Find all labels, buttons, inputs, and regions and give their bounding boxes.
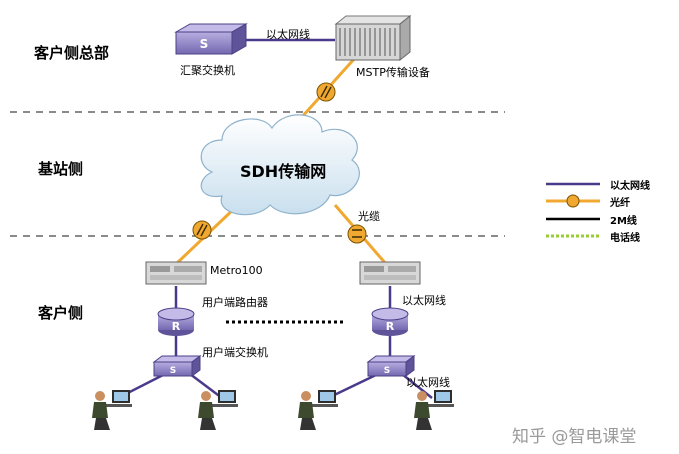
user-switch-right-letter: S [384, 366, 390, 376]
sdh-cloud-label: SDH传输网 [240, 162, 327, 181]
aggregation-switch-label: 汇聚交换机 [180, 64, 235, 77]
metro-device-left-icon [145, 261, 207, 285]
section-base-label: 基站侧 [38, 160, 84, 178]
router-label: 用户端路由器 [202, 296, 268, 309]
workstation-user-1-icon [92, 390, 132, 430]
router-left-icon: R [157, 307, 195, 336]
legend-2m-label: 2M线 [610, 216, 637, 227]
legend [546, 182, 600, 238]
user-switch-right-icon: S [366, 355, 416, 377]
aggregation-switch-icon: S [174, 23, 248, 55]
legend-phone-label: 电话线 [610, 233, 640, 244]
fiber-marker-left [192, 220, 212, 240]
section-client-label: 客户侧 [38, 304, 84, 322]
workstation-user-2-icon [198, 390, 238, 430]
router-right-letter: R [386, 320, 395, 333]
sdh-cloud [200, 114, 360, 216]
section-hq-label: 客户侧总部 [34, 44, 110, 62]
user-switch-left-letter: S [170, 366, 176, 376]
legend-fiber-label: 光纤 [610, 198, 630, 209]
fiber-marker-top [316, 82, 336, 102]
ethernet-top-label: 以太网线 [266, 28, 310, 41]
metro-label: Metro100 [210, 264, 263, 277]
ethernet-right-label-b: 以太网线 [406, 376, 450, 389]
mstp-device-icon [334, 14, 412, 62]
legend-fiber-marker [566, 194, 580, 208]
watermark: 知乎 @智电课堂 [512, 427, 637, 447]
aggregation-switch-letter: S [200, 37, 209, 51]
workstation-user-3-icon [298, 390, 338, 430]
user-switch-label: 用户端交换机 [202, 346, 268, 359]
fiber-marker-right [347, 224, 367, 244]
router-right-icon: R [371, 307, 409, 336]
ethernet-links [117, 38, 433, 400]
mstp-label: MSTP传输设备 [356, 66, 430, 79]
workstation-user-4-icon [414, 390, 454, 430]
user-switch-left-icon: S [152, 355, 202, 377]
router-left-letter: R [172, 320, 181, 333]
ethernet-right-label-a: 以太网线 [402, 294, 446, 307]
metro-device-right-icon [359, 261, 421, 285]
cable-label: 光缆 [358, 210, 380, 223]
legend-ethernet-label: 以太网线 [610, 181, 650, 192]
